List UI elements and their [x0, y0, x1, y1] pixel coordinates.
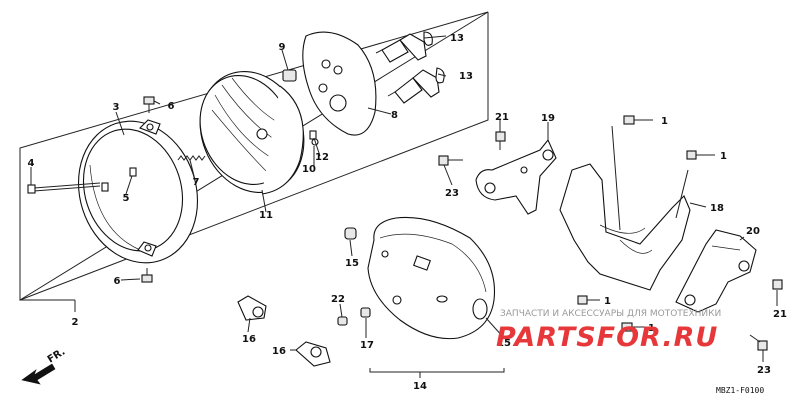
watermark-brand: PARTSFOR.RU [496, 322, 718, 353]
callout-21-left: 21 [495, 112, 509, 123]
group-14-bracket [369, 368, 505, 373]
front-direction-arrow: FR. [21, 346, 68, 385]
grommet-22 [337, 316, 348, 326]
bolt-6-top [143, 96, 155, 113]
callout-8: 8 [391, 110, 398, 121]
bolt-23-right [749, 334, 768, 351]
callout-23-right: 23 [757, 365, 771, 376]
callout-15-left: 15 [345, 258, 359, 269]
callout-19: 19 [541, 113, 555, 124]
callout-11: 11 [259, 210, 273, 221]
leader-lines [30, 35, 778, 362]
callout-7: 7 [193, 177, 200, 188]
bracket-19 [475, 125, 557, 215]
bolt-1-c [577, 295, 588, 305]
headlight-unit [199, 70, 305, 195]
bolt-1-b [686, 150, 697, 160]
clamp-16-lower [295, 341, 331, 367]
watermark-tagline: ЗАПЧАСТИ И АКСЕССУАРЫ ДЛЯ МОТОТЕХНИКИ [500, 309, 721, 319]
bracket-20 [675, 229, 757, 313]
callout-6-bottom: 6 [114, 276, 121, 287]
callout-15-right: 15 [497, 338, 511, 349]
callout-14: 14 [413, 381, 427, 392]
callout-21-right: 21 [773, 309, 787, 320]
callout-13-top: 13 [450, 33, 464, 44]
bolt-6-bottom [141, 268, 153, 283]
callout-1-c: 1 [604, 296, 611, 307]
callout-16-lower: 16 [272, 346, 286, 357]
bulb-cover-8 [302, 31, 377, 136]
callout-3: 3 [113, 102, 120, 113]
callout-17: 17 [360, 340, 374, 351]
callout-1-b: 1 [720, 151, 727, 162]
headlight-case [367, 216, 496, 340]
bolt-21-left [495, 131, 506, 150]
bolt-21-right [772, 279, 783, 290]
collar-17 [360, 307, 371, 318]
callout-1-a: 1 [661, 116, 668, 127]
callout-20: 20 [746, 226, 760, 237]
callout-12: 12 [315, 152, 329, 163]
bulb-13-bottom [387, 67, 445, 104]
spring-7 [177, 155, 206, 161]
callout-5: 5 [123, 193, 130, 204]
callout-22: 22 [331, 294, 345, 305]
diagram-code: MBZ1-F0100 [716, 386, 764, 395]
grommet-15 [344, 227, 357, 240]
screw-4 [27, 182, 101, 194]
callout-1-d: 1 [648, 323, 655, 334]
bulb-13-top [375, 31, 433, 63]
callout-16-upper: 16 [242, 334, 256, 345]
callout-18: 18 [710, 203, 724, 214]
callout-4: 4 [28, 158, 35, 169]
callout-23-left: 23 [445, 188, 459, 199]
callout-9: 9 [279, 42, 286, 53]
bolt-23-left [438, 155, 463, 166]
bulb-seal-9 [282, 69, 297, 82]
callout-6-top: 6 [168, 101, 175, 112]
headlight-rim [77, 119, 199, 264]
callout-10: 10 [302, 164, 316, 175]
callout-13-bottom: 13 [459, 71, 473, 82]
front-label: FR. [46, 346, 68, 365]
bracket-18 [559, 125, 691, 291]
bolt-12 [309, 130, 317, 140]
clamp-16-upper [237, 295, 267, 321]
bolt-1-a [623, 115, 635, 125]
callout-2: 2 [72, 317, 79, 328]
